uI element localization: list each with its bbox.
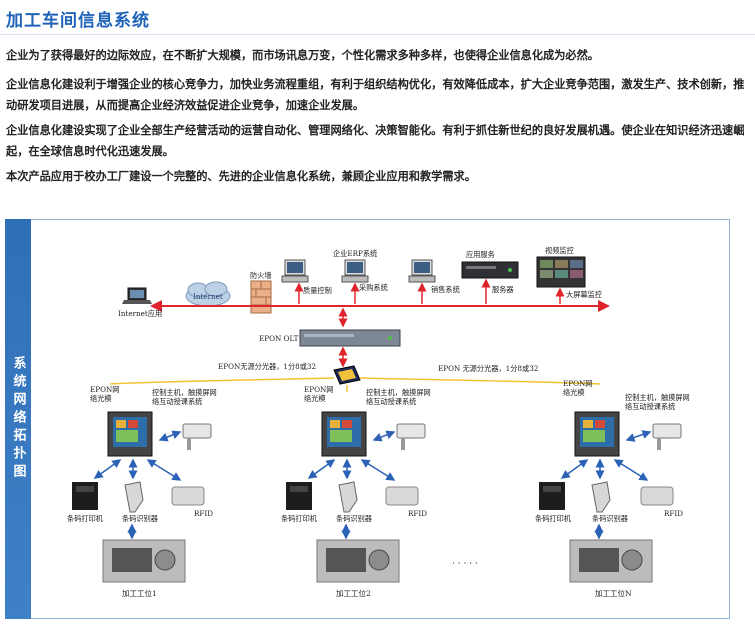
station-1-printer-label: 条码打印机 — [67, 514, 103, 523]
station-2-rfid-label: RFID — [408, 509, 428, 518]
server-label: 服务器 — [492, 285, 514, 294]
station-2-scanner-icon — [338, 481, 358, 513]
laptop-icon — [122, 287, 152, 304]
sales-pc-icon — [408, 259, 436, 283]
station-2-scanner-label: 条码识别器 — [336, 514, 372, 523]
station-n-host-label: 控制主机，触摸屏网络互动授课系统 — [625, 393, 690, 411]
purchase-pc-icon — [341, 259, 369, 283]
station-1-host-label: 控制主机，触摸屏网络互动授课系统 — [152, 388, 217, 406]
big-screen-label: 大屏幕监控 — [566, 290, 602, 299]
station-2-machine-icon — [316, 539, 400, 583]
erp-label: 企业ERP系统 — [333, 249, 378, 258]
station-2-touchscreen-icon — [321, 411, 367, 457]
station-1-camera-icon — [182, 423, 212, 450]
video-label: 视频监控 — [545, 246, 574, 255]
purchase-label: 采购系统 — [359, 283, 388, 292]
station-1-printer-icon — [72, 482, 98, 510]
paragraph-3: 企业信息化建设实现了企业全部生产经营活动的运营自动化、管理网络化、决策智能化。有… — [6, 124, 745, 158]
station-2-printer-icon — [286, 482, 312, 510]
internet-label: Internet — [193, 292, 223, 301]
firewall-icon — [250, 280, 272, 314]
station-2-host-label: 控制主机，触摸屏网络互动授课系统 — [366, 388, 431, 406]
video-wall-icon — [536, 256, 586, 288]
internet-app-label: Internet应用 — [118, 309, 163, 318]
stations-ellipsis: · · · · · — [452, 559, 478, 569]
station-1-scanner-label: 条码识别器 — [122, 514, 158, 523]
station-1-touchscreen-icon — [107, 411, 153, 457]
sales-label: 销售系统 — [431, 285, 460, 294]
station-2-name: 加工工位2 — [336, 589, 371, 598]
splitter-right-label: EPON 无源分光器，1分8或32 — [438, 364, 539, 373]
splitter-left-label: EPON无源分光器，1分8或32 — [218, 362, 317, 371]
station-n-touchscreen-icon — [574, 411, 620, 457]
paragraph-1: 企业为了获得最好的边际效应，在不断扩大规模，而市场讯息万变，个性化需求多种多样，… — [6, 49, 599, 62]
station-n-printer-icon — [539, 482, 565, 510]
station-2-camera-icon — [396, 423, 426, 450]
quality-pc-icon — [281, 259, 309, 283]
station-n-scanner-label: 条码识别器 — [592, 514, 628, 523]
station-1-onu-label: EPON网络光模 — [90, 385, 120, 403]
station-1-scanner-icon — [124, 481, 144, 513]
station-n-camera-icon — [652, 423, 682, 450]
station-1-rfid-icon — [171, 486, 205, 506]
server-icon — [461, 261, 519, 279]
station-n-name: 加工工位N — [595, 589, 632, 598]
station-n-rfid-icon — [640, 486, 674, 506]
title-divider — [0, 34, 755, 35]
olt-label: EPON OLT — [259, 334, 299, 343]
quality-label: 质量控制 — [303, 286, 332, 295]
station-1-machine-icon — [102, 539, 186, 583]
station-n-machine-icon — [569, 539, 653, 583]
station-n-scanner-icon — [591, 481, 611, 513]
station-2-rfid-icon — [385, 486, 419, 506]
station-n-onu-label: EPON网络光模 — [563, 379, 593, 397]
diagram-side-title: 系统网络拓扑图 — [5, 219, 31, 619]
station-1-name: 加工工位1 — [122, 589, 157, 598]
station-2-printer-label: 条码打印机 — [281, 514, 317, 523]
paragraph-4: 本次产品应用于校办工厂建设一个完整的、先进的企业信息化系统，兼顾企业应用和教学需… — [6, 170, 476, 183]
olt-device-icon — [299, 329, 401, 347]
station-n-rfid-label: RFID — [664, 509, 684, 518]
station-2-onu-label: EPON网络光模 — [304, 385, 334, 403]
paragraph-2: 企业信息化建设利于增强企业的核心竞争力，加快业务流程重组，有利于组织结构优化，有… — [6, 78, 745, 112]
splitter-icon — [333, 365, 361, 385]
page-title: 加工车间信息系统 — [6, 11, 150, 31]
app-service-label: 应用服务 — [466, 250, 495, 259]
station-1-rfid-label: RFID — [194, 509, 214, 518]
station-n-printer-label: 条码打印机 — [535, 514, 571, 523]
firewall-label: 防火墙 — [250, 271, 272, 280]
